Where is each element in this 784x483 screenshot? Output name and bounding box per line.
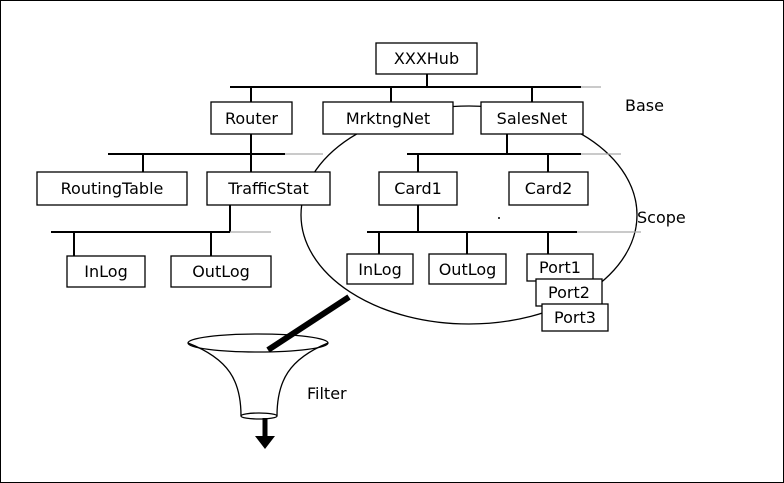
node-mrktngnet: MrktngNet <box>346 109 430 128</box>
node-box-port3 <box>541 303 609 332</box>
node-box-traffic-stat <box>206 171 331 206</box>
node-box-inlog-left <box>66 255 146 288</box>
label-filter: Filter <box>307 384 347 403</box>
scope-ellipse <box>300 105 638 325</box>
tree-connectors <box>51 74 581 353</box>
label-scope: Scope <box>637 208 686 227</box>
node-router: Router <box>225 109 278 128</box>
node-box-outlog-right <box>428 253 507 285</box>
node-port2: Port2 <box>548 283 590 302</box>
stray-dot <box>498 217 500 219</box>
node-inlog-left: InLog <box>84 262 127 281</box>
node-hub: XXXHub <box>394 49 459 68</box>
node-port1: Port1 <box>539 258 581 277</box>
node-box-hub <box>375 42 478 75</box>
node-card1: Card1 <box>394 179 442 198</box>
node-box-outlog-left <box>170 255 272 288</box>
node-outlog-left: OutLog <box>192 262 250 281</box>
node-salesnet: SalesNet <box>497 109 568 128</box>
label-base: Base <box>625 96 664 115</box>
node-box-sales <box>480 101 584 135</box>
node-inlog-right: InLog <box>358 260 401 279</box>
node-box-routing-table <box>36 171 188 206</box>
node-outlog-right: OutLog <box>439 260 497 279</box>
node-box-inlog-right <box>346 253 414 285</box>
node-port3: Port3 <box>554 308 596 327</box>
node-box-router <box>210 101 293 135</box>
node-box-mrktng <box>322 101 454 135</box>
node-box-port1 <box>526 253 594 282</box>
connector-extensions <box>230 86 641 233</box>
node-box-card1 <box>378 171 458 206</box>
node-box-card2 <box>508 171 589 206</box>
node-card2: Card2 <box>525 179 573 198</box>
filter-funnel <box>187 333 329 420</box>
node-routingtable: RoutingTable <box>61 179 164 198</box>
node-trafficstat: TrafficStat <box>227 179 309 198</box>
output-arrow-icon <box>255 418 275 449</box>
